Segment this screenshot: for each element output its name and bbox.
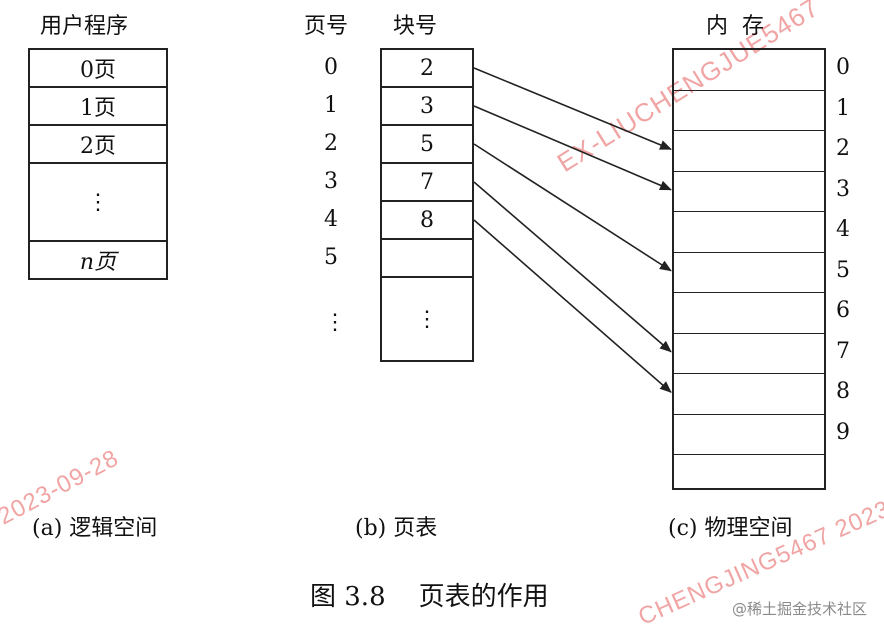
memory-frame-divider xyxy=(674,292,824,293)
block-cell-ellipsis: ⋮ xyxy=(380,276,474,362)
mapping-arrow xyxy=(473,143,672,272)
footer-watermark: @稀土掘金技术社区 xyxy=(732,600,868,618)
page-number: 1 xyxy=(324,93,338,118)
caption-b: (b) 页表 xyxy=(355,516,438,541)
memory-box xyxy=(672,48,826,490)
memory-frame-divider xyxy=(674,130,824,131)
block-number-header: 块号 xyxy=(393,14,438,39)
frame-number: 6 xyxy=(836,298,850,323)
block-cell: 5 xyxy=(380,124,474,164)
frame-number: 7 xyxy=(836,338,850,364)
frame-number: 0 xyxy=(836,55,850,80)
memory-frame-divider xyxy=(674,170,824,172)
memory-frame-divider xyxy=(674,89,824,91)
page-number: 2 xyxy=(324,131,338,156)
user-page-ellipsis: ⋮ xyxy=(28,162,168,242)
mapping-arrow xyxy=(473,105,672,191)
mapping-arrow xyxy=(473,67,672,150)
figure-caption: 图 3.8 页表的作用 xyxy=(310,582,549,612)
page-number-header: 页号 xyxy=(304,14,349,39)
frame-number: 5 xyxy=(836,257,850,283)
memory-frame-divider xyxy=(674,413,824,415)
memory-frame-divider xyxy=(674,454,824,455)
frame-number: 8 xyxy=(836,379,850,404)
block-cell xyxy=(380,238,474,278)
memory-frame-divider xyxy=(674,332,824,334)
page-number: ⋮ xyxy=(324,310,346,335)
frame-number: 4 xyxy=(836,217,850,242)
memory-frame-divider xyxy=(674,373,824,374)
user-page-row-n: n页 xyxy=(28,240,168,280)
frame-number: 2 xyxy=(836,136,850,161)
user-program-title: 用户程序 xyxy=(40,14,129,39)
frame-number: 9 xyxy=(836,419,850,445)
page-number: 4 xyxy=(324,207,338,232)
caption-c: (c) 物理空间 xyxy=(668,516,793,541)
frame-number: 1 xyxy=(836,95,850,121)
frame-number: 3 xyxy=(836,176,850,202)
page-number: 5 xyxy=(324,245,338,270)
page-number: 0 xyxy=(324,55,338,80)
mapping-arrow xyxy=(473,219,672,393)
memory-title: 内 存 xyxy=(706,14,764,39)
page-number: 3 xyxy=(324,169,338,194)
mapping-arrow xyxy=(473,181,672,353)
block-cell: 8 xyxy=(380,200,474,240)
caption-a: (a) 逻辑空间 xyxy=(32,516,158,541)
memory-frame-divider xyxy=(674,251,824,253)
memory-frame-divider xyxy=(674,211,824,212)
